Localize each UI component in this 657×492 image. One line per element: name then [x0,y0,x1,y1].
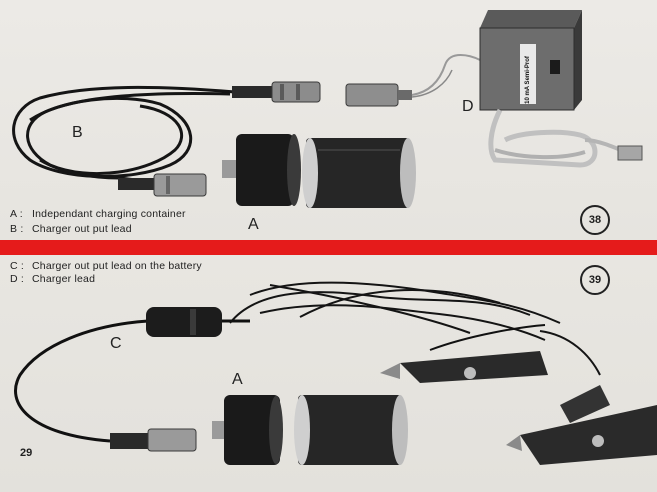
page-number: 29 [20,447,33,459]
photo-38-drawing [12,10,643,208]
plug-b-top [232,81,321,103]
label-a-top: A [248,216,259,233]
caption-38-a: A :Independant charging container [10,208,186,220]
red-divider-band [0,240,657,255]
tangled-battery-lead [229,281,601,376]
label-a-bottom: A [232,371,243,388]
plug-b-bottom [118,173,207,197]
socket-d [345,54,481,107]
container-a-bottom [212,395,408,465]
photo-panel-39: C :Charger out put lead on the battery D… [0,255,657,492]
label-d: D [462,98,474,115]
figure-number-38: 38 [580,205,610,235]
caption-38-b: B :Charger out put lead [10,223,132,235]
coiled-lead-b [12,85,236,185]
label-c: C [110,335,122,352]
caption-39-d: D :Charger lead [10,273,96,285]
lead-c [14,307,250,452]
figure-number-39: 39 [580,265,610,295]
battery-clamp-upper [380,324,548,383]
battery-clamp-lower [506,385,657,465]
caption-39-c: C :Charger out put lead on the battery [10,260,202,272]
charger-box [479,10,643,168]
photo-panel-38: B D A 10 mA Semi-Prof A :Independant cha… [0,0,657,240]
charger-box-label: 10 mA Semi-Prof [525,56,531,104]
photo-39-drawing [14,281,657,465]
container-a [222,134,416,208]
label-b: B [72,124,83,141]
